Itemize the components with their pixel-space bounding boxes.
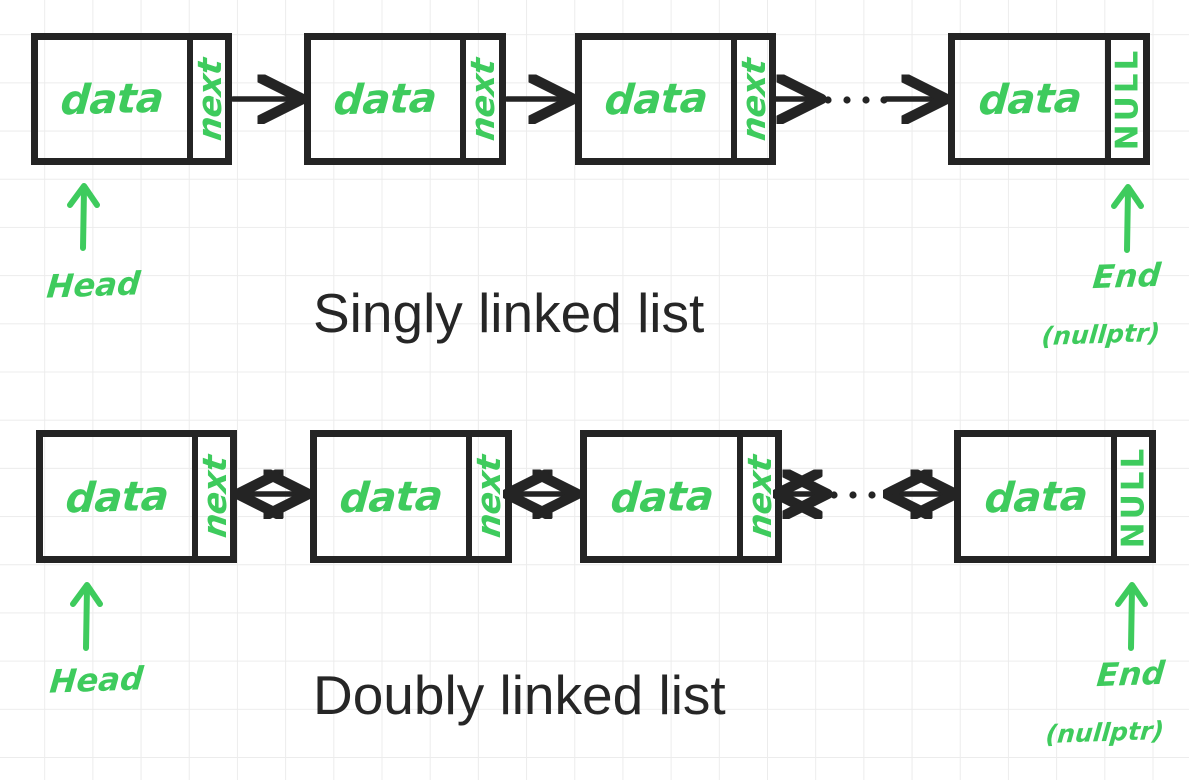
node-pointer-label: next xyxy=(194,453,234,540)
node-data-cell: data xyxy=(43,437,192,556)
node-data-cell: data xyxy=(582,40,731,158)
doubly-head-arrow xyxy=(70,582,103,651)
node-data-label: data xyxy=(64,471,171,522)
doubly-node-1: data next xyxy=(36,430,237,563)
node-pointer-cell: NULL xyxy=(1115,437,1151,556)
node-pointer-cell: next xyxy=(734,40,773,158)
singly-end-arrow xyxy=(1111,184,1144,253)
node-pointer-cell: next xyxy=(463,40,502,158)
doubly-end-arrow xyxy=(1115,582,1148,651)
node-data-cell: data xyxy=(317,437,466,556)
node-null-label: NULL xyxy=(1109,47,1145,151)
singly-head-label: Head xyxy=(45,264,142,306)
node-pointer-cell: next xyxy=(740,437,779,556)
node-data-label: data xyxy=(332,73,439,125)
node-pointer-label: next xyxy=(463,55,502,143)
node-data-label: data xyxy=(608,471,716,522)
node-divider xyxy=(460,40,466,158)
singly-node-3: data next xyxy=(575,33,776,165)
node-pointer-label: next xyxy=(189,55,229,143)
singly-linked-list-title: Singly linked list xyxy=(313,282,705,344)
node-data-cell: data xyxy=(955,40,1105,158)
node-data-label: data xyxy=(59,73,166,125)
singly-ellipsis-dots xyxy=(824,96,888,104)
doubly-linked-list-title: Doubly linked list xyxy=(313,664,726,726)
node-divider xyxy=(466,437,472,556)
node-pointer-cell: next xyxy=(190,40,229,158)
node-data-cell: data xyxy=(961,437,1111,556)
node-pointer-label: next xyxy=(469,453,508,540)
node-pointer-label: next xyxy=(739,453,779,540)
node-pointer-cell: next xyxy=(469,437,508,556)
singly-head-arrow xyxy=(67,183,100,251)
node-pointer-label: next xyxy=(733,55,773,143)
singly-node-2: data next xyxy=(304,33,506,165)
doubly-node-2: data next xyxy=(310,430,512,563)
node-data-label: data xyxy=(982,471,1090,522)
node-data-cell: data xyxy=(38,40,187,158)
node-data-label: data xyxy=(603,73,710,125)
singly-node-last: data NULL xyxy=(948,33,1150,165)
node-null-label: NULL xyxy=(1115,445,1151,548)
singly-end-label: End xyxy=(1091,255,1163,297)
singly-node-1: data next xyxy=(31,33,232,165)
node-divider xyxy=(731,40,737,158)
node-data-cell: data xyxy=(311,40,460,158)
node-data-label: data xyxy=(338,471,445,522)
doubly-ellipsis-dots xyxy=(830,491,893,499)
doubly-end-sublabel: (nullptr) xyxy=(1044,715,1166,750)
node-data-cell: data xyxy=(587,437,737,556)
doubly-node-last: data NULL xyxy=(954,430,1156,563)
doubly-head-label: Head xyxy=(48,659,145,701)
node-pointer-cell: next xyxy=(195,437,234,556)
node-data-label: data xyxy=(976,73,1084,125)
doubly-end-label: End xyxy=(1095,653,1167,695)
doubly-node-3: data next xyxy=(580,430,782,563)
node-divider xyxy=(187,40,193,158)
node-divider xyxy=(737,437,743,556)
node-pointer-cell: NULL xyxy=(1109,40,1145,158)
node-divider xyxy=(1105,40,1111,158)
node-divider xyxy=(1111,437,1117,556)
node-divider xyxy=(192,437,198,556)
singly-end-sublabel: (nullptr) xyxy=(1040,317,1162,352)
